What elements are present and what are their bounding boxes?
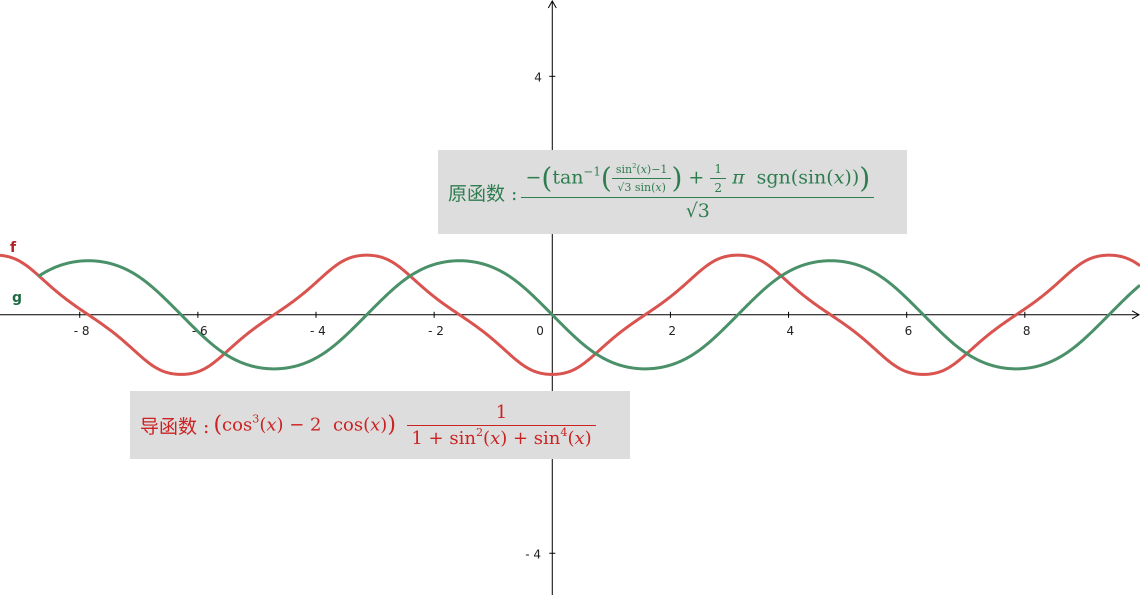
x-tick-label: 8 — [1023, 324, 1031, 338]
antiderivative-label: 原函数 : — [448, 182, 518, 205]
x-tick-label: 6 — [905, 324, 913, 338]
x-tick-label: 4 — [787, 324, 795, 338]
x-tick-label: 2 — [668, 324, 676, 338]
series-g-line — [37, 259, 1140, 371]
y-axis-arrow — [547, 0, 557, 9]
x-tick-label: - 2 — [428, 324, 444, 338]
x-tick-label: - 8 — [74, 324, 90, 338]
x-axis-arrow — [1131, 310, 1140, 320]
series-g-label: g — [12, 290, 22, 306]
x-tick-label: - 4 — [310, 324, 326, 338]
series-f-label: f — [10, 240, 17, 256]
x-tick-label: - 6 — [192, 324, 208, 338]
origin-label: 0 — [536, 324, 544, 338]
curves — [0, 253, 1140, 376]
tick-labels: - 8 - 6 - 4 - 2 2 4 6 8 - 4 4 0 f g — [10, 70, 1030, 561]
derivative-label: 导函数 : — [140, 415, 210, 438]
y-tick-label: - 4 — [525, 547, 541, 561]
series-f-line — [0, 253, 1140, 376]
y-tick-label: 4 — [534, 70, 542, 84]
